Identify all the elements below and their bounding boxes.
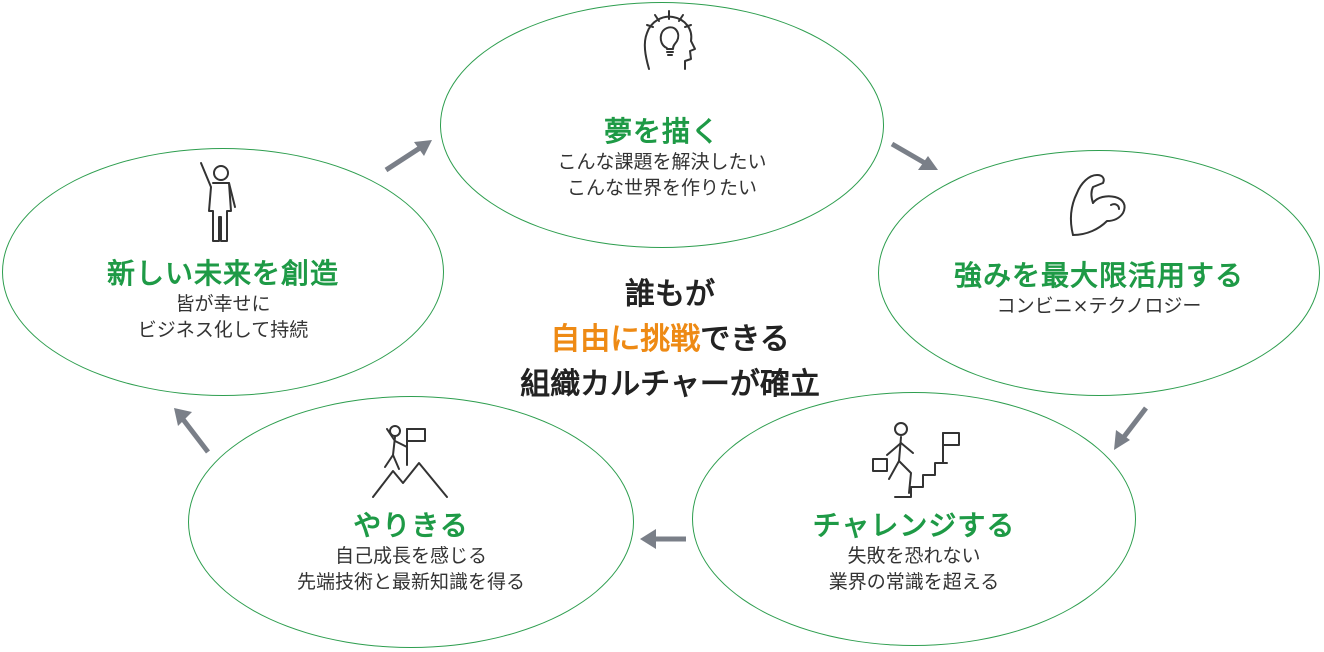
node-title: 新しい未来を創造 [106,257,339,290]
node-desc-line: こんな課題を解決したい [557,151,767,173]
node-title: チャレンジする [812,509,1016,542]
node-desc-line: 失敗を恐れない [847,545,981,567]
node-desc-line: コンビニ×テクノロジー [996,295,1202,317]
mountain-climber-flag-icon [372,425,448,498]
center-line-1: 誰もが [625,277,715,312]
node-desc-line: こんな世界を作りたい [566,177,757,199]
node-desc-line: 先端技術と最新知識を得る [296,571,525,593]
central-statement: 誰もが 自由に挑戦できる 組織カルチャーが確立 [440,272,900,407]
center-line-2-rest: できる [700,322,790,357]
arrow-bottom-left-to-left [174,408,210,454]
node-desc-line: ビジネス化して持続 [137,319,309,341]
node-strengths: 強みを最大限活用する コンビニ×テクノロジー [878,150,1320,396]
node-title: 強みを最大限活用する [953,259,1244,292]
arrow-left-to-top [384,140,432,173]
node-title: 夢を描く [603,115,720,148]
node-title: やりきる [353,509,469,542]
arrow-right-to-bottom-right [1114,406,1148,450]
center-accent: 自由に挑戦 [550,322,701,357]
node-desc-line: 自己成長を感じる [334,545,487,567]
node-complete: やりきる 自己成長を感じる 先端技術と最新知識を得る [188,396,634,648]
node-dream: 夢を描く こんな課題を解決したい こんな世界を作りたい [440,2,884,248]
node-desc-line: 皆が幸せに [175,293,271,315]
node-challenge: チャレンジする 失敗を恐れない 業界の常識を超える [692,392,1136,646]
lightbulb-head-icon [643,10,696,70]
flexed-arm-icon [1069,174,1126,236]
center-line-3: 組織カルチャーが確立 [520,367,820,402]
node-desc-line: 業界の常識を超える [828,571,1000,593]
arrow-top-to-right [890,141,938,170]
node-new-future: 新しい未来を創造 皆が幸せに ビジネス化して持続 [2,148,444,396]
person-climbing-stairs-flag-icon [872,422,960,498]
person-raising-hand-icon [200,162,236,242]
center-line-2: 自由に挑戦できる [440,317,900,362]
arrow-bottom-right-to-bottom-left [640,529,686,549]
